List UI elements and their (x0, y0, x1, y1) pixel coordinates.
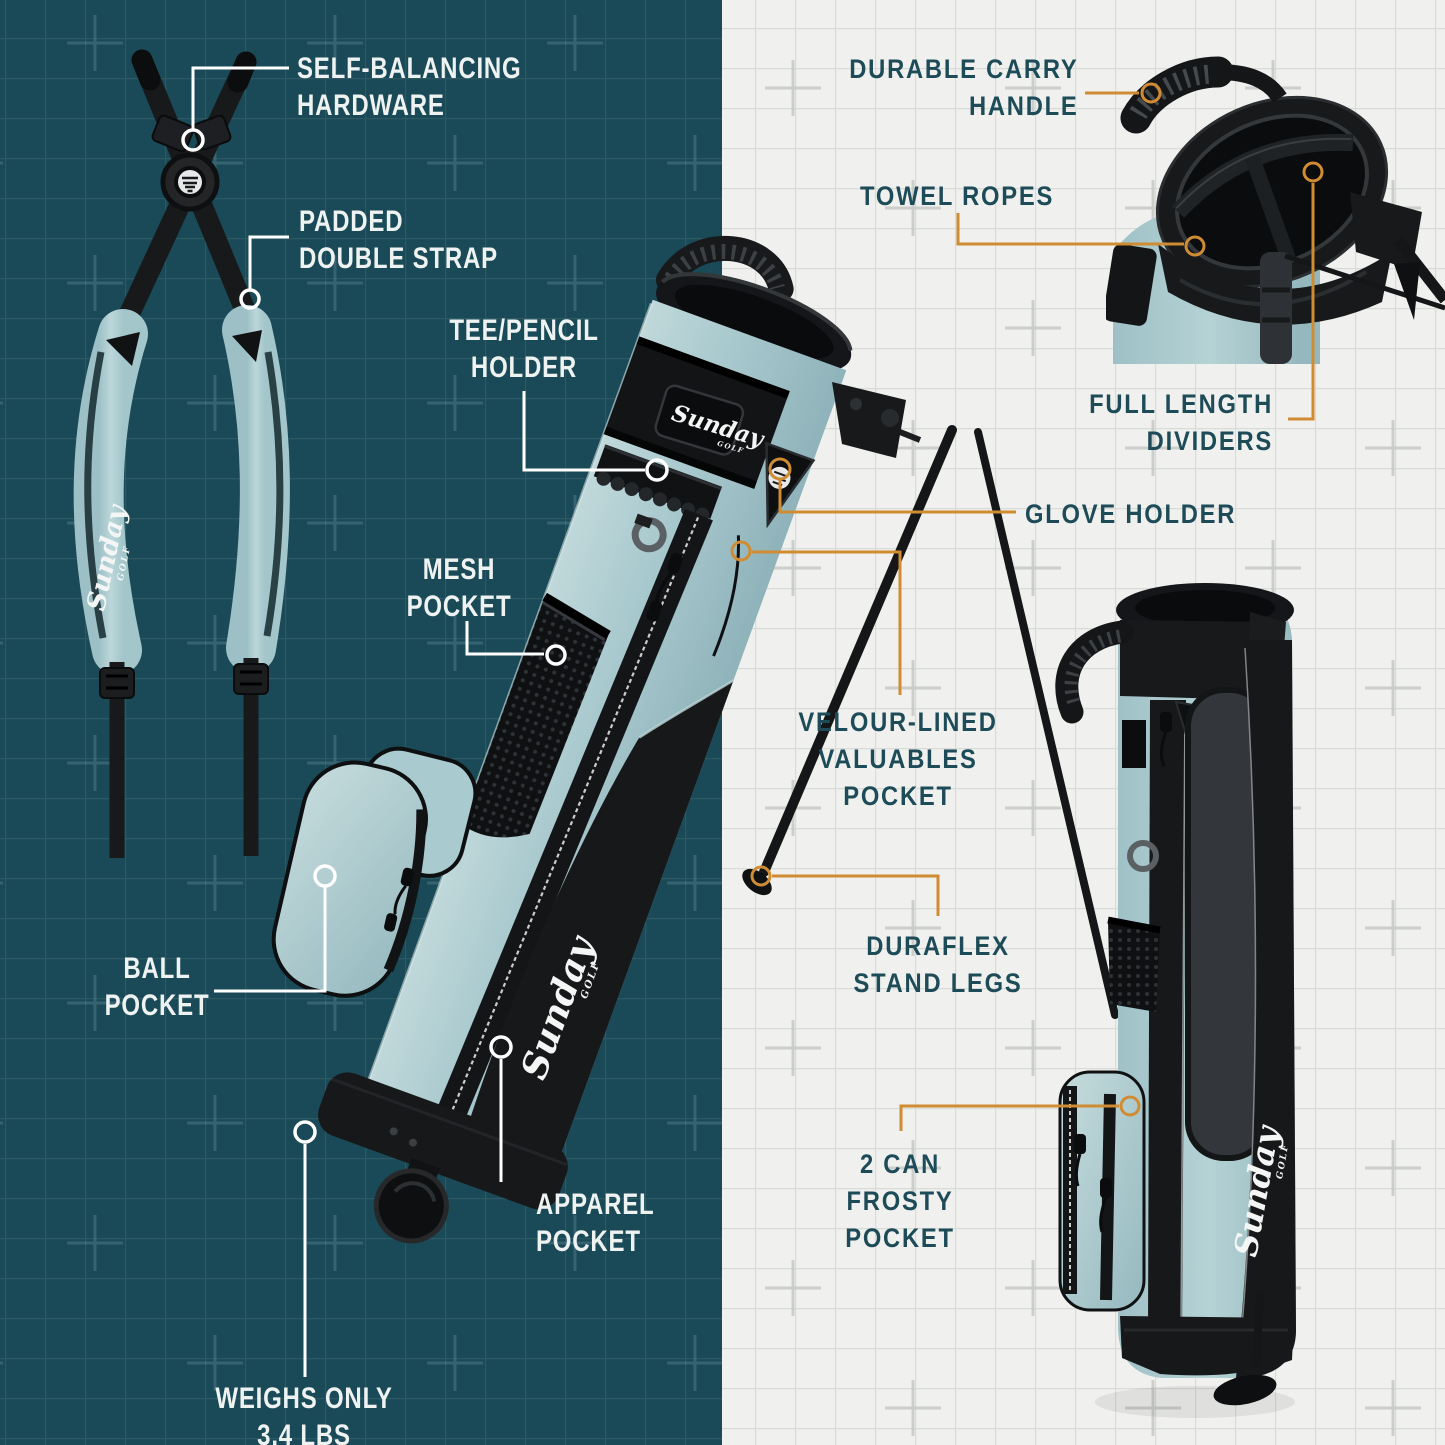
label-towel-ropes: TOWEL ROPES (860, 178, 1054, 215)
stand-leg-foot (742, 868, 772, 896)
marker-padded-strap (239, 288, 261, 310)
label-duraflex: DURAFLEX STAND LEGS (854, 928, 1023, 1002)
marker-duraflex (750, 865, 772, 887)
label-line: MESH (422, 553, 496, 586)
label-ball-pocket: BALL POCKET (105, 950, 210, 1024)
rear-mesh-pocket (1107, 916, 1161, 1012)
label-line: WEIGHS ONLY (215, 1382, 393, 1415)
label-line: TOWEL ROPES (860, 181, 1055, 211)
marker-weight (293, 1120, 317, 1144)
marker-mesh-pocket (545, 644, 567, 666)
marker-durable-handle (1140, 82, 1162, 104)
marker-tee-pencil (645, 458, 669, 482)
label-mesh-pocket: MESH POCKET (407, 551, 512, 625)
label-padded-strap: PADDED DOUBLE STRAP (299, 203, 498, 277)
club-dividers (1171, 133, 1354, 262)
rear-bag-photo: Sunday GOLF (1055, 583, 1296, 1418)
label-line: STAND LEGS (853, 968, 1023, 998)
label-line: TEE/PENCIL (449, 314, 599, 347)
callout-weight (293, 1120, 317, 1377)
callout-apparel-pocket (489, 1035, 513, 1182)
marker-frosty-pocket (1119, 1095, 1141, 1117)
label-line: 3.4 LBS (257, 1419, 351, 1445)
label-apparel-pocket: APPAREL POCKET (536, 1186, 655, 1260)
label-weight: WEIGHS ONLY 3.4 LBS (215, 1380, 392, 1445)
callout-full-length-dividers (1288, 161, 1324, 421)
label-line: HOLDER (470, 351, 578, 384)
rear-carry-handle (1055, 620, 1134, 724)
label-line: POCKET (104, 989, 210, 1022)
bag-carry-handle (655, 235, 794, 302)
label-line: POCKET (536, 1225, 641, 1258)
shoulder-strap-photo: Sunday GOLF (73, 49, 290, 858)
label-line: HANDLE (968, 91, 1078, 121)
callout-mesh-pocket (465, 621, 567, 666)
top-view-photo (1106, 56, 1445, 364)
label-line: BALL (123, 952, 191, 985)
marker-velour-pocket (730, 540, 752, 562)
callout-frosty-pocket (899, 1095, 1141, 1131)
rear-velcro-band (1120, 620, 1268, 700)
label-line: HARDWARE (297, 89, 445, 122)
callout-self-balancing (181, 66, 289, 152)
rear-base (1120, 1291, 1294, 1406)
label-velour-pocket: VELOUR-LINED VALUABLES POCKET (798, 704, 997, 815)
label-line: APPAREL (536, 1188, 655, 1221)
label-line: VALUABLES (818, 744, 978, 774)
label-tee-pencil: TEE/PENCIL HOLDER (449, 312, 598, 386)
marker-full-length-dividers (1302, 161, 1324, 183)
marker-glove-holder (768, 457, 792, 481)
label-line: DIVIDERS (1146, 426, 1273, 456)
callout-duraflex (750, 865, 940, 916)
label-full-length-dividers: FULL LENGTH DIVIDERS (1089, 386, 1273, 460)
rear-stand-foot (1213, 1374, 1277, 1406)
label-line: DOUBLE STRAP (299, 242, 498, 275)
label-frosty-pocket: 2 CAN FROSTY POCKET (845, 1146, 955, 1257)
marker-apparel-pocket (489, 1035, 513, 1059)
label-line: POCKET (843, 781, 953, 811)
label-self-balancing: SELF-BALANCING HARDWARE (297, 50, 522, 124)
sunday-sun-icon (182, 176, 198, 193)
label-durable-handle: DURABLE CARRY HANDLE (849, 51, 1078, 125)
stand-hinge (832, 382, 906, 458)
strap-pad-left (73, 309, 148, 675)
mesh-pocket (461, 592, 611, 838)
callout-ball-pocket (214, 864, 337, 993)
right-spine (453, 680, 734, 1192)
bag-base (318, 1072, 568, 1244)
detail-carry-handle (1120, 56, 1287, 134)
marker-towel-ropes (1184, 235, 1206, 257)
strap-buckle (160, 152, 220, 212)
callout-velour-pocket (730, 540, 902, 695)
label-line: POCKET (406, 590, 512, 623)
callout-tee-pencil (522, 391, 669, 482)
callout-glove-holder (768, 457, 1016, 514)
stand-leg-front (759, 425, 957, 877)
label-line: PADDED (299, 205, 404, 238)
label-line: DURABLE CARRY (848, 54, 1078, 84)
marker-ball-pocket (313, 864, 337, 888)
main-bag-photo: Sunday GOLF (271, 235, 853, 1244)
detail-stand-hinge (1260, 192, 1445, 364)
callout-towel-ropes (956, 213, 1206, 257)
callout-padded-strap (239, 235, 289, 310)
label-glove-holder: GLOVE HOLDER (1025, 496, 1236, 533)
marker-self-balancing (181, 128, 205, 152)
strap-pad-right (222, 305, 290, 673)
d-ring (631, 513, 667, 553)
label-line: 2 CAN (859, 1149, 941, 1179)
label-line: POCKET (845, 1223, 955, 1253)
label-line: GLOVE HOLDER (1025, 499, 1237, 529)
label-line: FULL LENGTH (1089, 389, 1273, 419)
label-line: VELOUR-LINED (798, 707, 998, 737)
ball-pocket (271, 760, 428, 998)
stand-leg-long (974, 428, 1119, 1019)
label-line: DURAFLEX (866, 931, 1010, 961)
callout-durable-handle (1085, 82, 1162, 104)
label-line: FROSTY (846, 1186, 954, 1216)
label-line: SELF-BALANCING (297, 52, 522, 85)
frosty-pocket (1058, 1070, 1146, 1312)
